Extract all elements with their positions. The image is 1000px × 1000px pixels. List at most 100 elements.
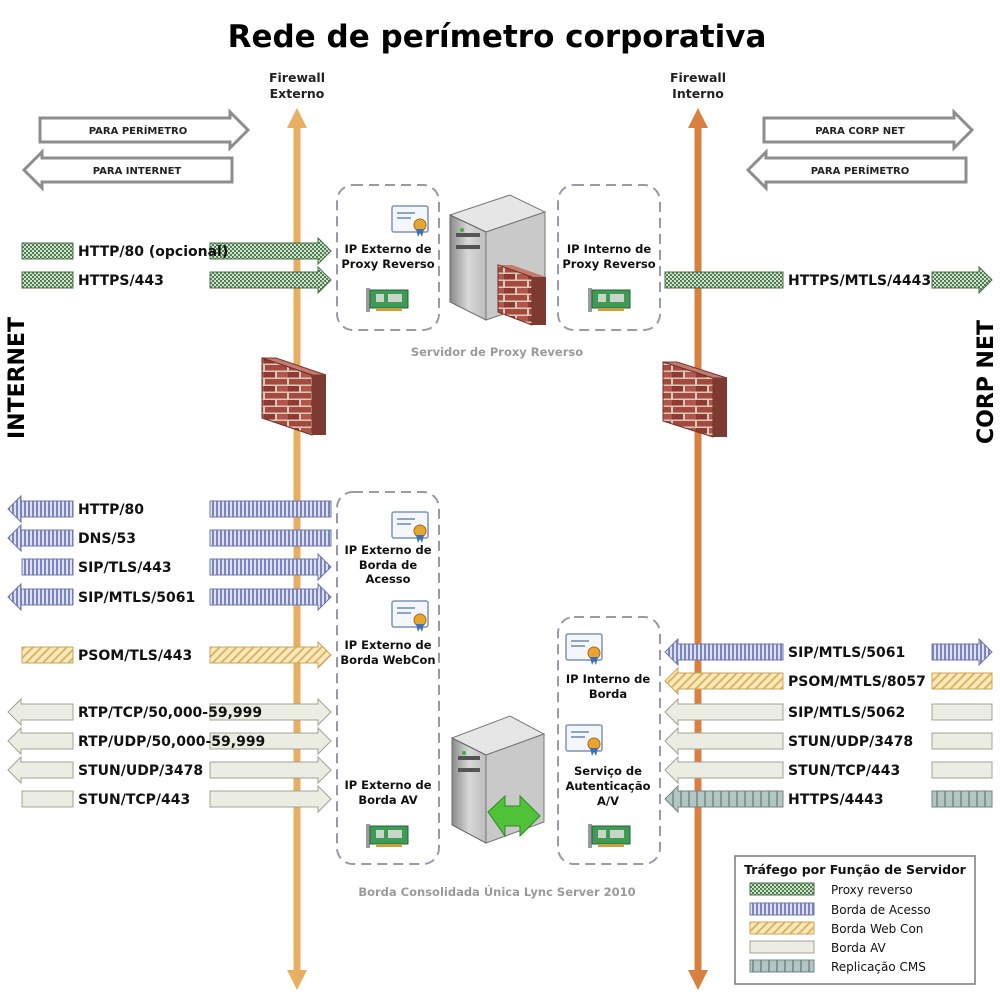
external-flow-arrow-head bbox=[209, 640, 332, 670]
external-flow-arrow-tail bbox=[7, 726, 74, 756]
edge-internal-ip-label-2: Borda bbox=[589, 687, 627, 701]
internal-flow-arrow-head bbox=[931, 761, 993, 779]
legend-item-label: Borda AV bbox=[831, 941, 887, 955]
reverse-proxy-internal-box bbox=[557, 184, 661, 331]
legend: Tráfego por Função de Servidor Proxy rev… bbox=[734, 855, 976, 985]
external-flow-arrow-head bbox=[209, 755, 332, 785]
network-card-icon bbox=[366, 288, 409, 312]
edge-green-arrow-icon bbox=[487, 794, 541, 838]
external-flow-arrow-tail bbox=[21, 242, 74, 260]
flow-label: HTTPS/4443 bbox=[788, 792, 884, 808]
flow-label: HTTPS/MTLS/4443 bbox=[788, 273, 931, 289]
flow-label: SIP/MTLS/5061 bbox=[78, 590, 195, 606]
webcon-ip-label-2: Borda WebCon bbox=[340, 653, 435, 667]
certificate-icon bbox=[391, 511, 429, 543]
flow-label: PSOM/MTLS/8057 bbox=[788, 674, 926, 690]
external-flow-arrow-head bbox=[209, 697, 332, 727]
internal-firewall-line bbox=[688, 108, 708, 990]
external-flow-arrow-head bbox=[209, 784, 332, 814]
edge-internal-box bbox=[557, 616, 661, 865]
flow-label: STUN/TCP/443 bbox=[788, 763, 900, 779]
external-flow-arrow-tail bbox=[21, 646, 74, 664]
reverse-proxy-external-box bbox=[336, 184, 440, 331]
external-firewall-label-1: Firewall bbox=[269, 70, 325, 85]
certificate-icon bbox=[391, 600, 429, 632]
internal-flow-arrow-tail bbox=[664, 784, 784, 814]
legend-swatch-av bbox=[749, 940, 815, 954]
flow-label: STUN/UDP/3478 bbox=[788, 734, 913, 750]
internal-flow-arrow-tail bbox=[664, 666, 784, 696]
internal-flow-arrow-head bbox=[931, 790, 993, 808]
external-flow-arrow-tail bbox=[21, 558, 74, 576]
diagram-title: Rede de perímetro corporativa bbox=[228, 19, 767, 55]
internal-flow-arrow-tail bbox=[664, 697, 784, 727]
edge-internal-ip-label-1: IP Interno de bbox=[566, 672, 650, 686]
external-flow-arrow-head bbox=[209, 500, 332, 518]
network-card-icon bbox=[588, 288, 631, 312]
rp-internal-ip-label-1: IP Interno de bbox=[567, 242, 651, 256]
external-flow-arrow-head bbox=[209, 236, 332, 266]
to-perimeter-arrow-right: PARA PERÍMETRO bbox=[745, 148, 968, 192]
flow-label: SIP/MTLS/5062 bbox=[788, 705, 905, 721]
to-internet-arrow: PARA INTERNET bbox=[21, 148, 234, 192]
av-ip-label-1: IP Externo de bbox=[344, 778, 431, 792]
external-flow-arrow-tail bbox=[7, 523, 74, 553]
access-ip-label-3: Acesso bbox=[365, 572, 410, 586]
rp-external-ip-label-2: Proxy Reverso bbox=[341, 257, 434, 271]
internal-flow-arrow-head bbox=[931, 265, 993, 295]
to-corpnet-label: PARA CORP NET bbox=[815, 126, 905, 137]
legend-item-label: Proxy reverso bbox=[831, 883, 913, 897]
rp-internal-ip-label-2: Proxy Reverso bbox=[562, 257, 655, 271]
to-perimeter-arrow-left: PARA PERÍMETRO bbox=[38, 108, 251, 152]
external-flow-arrow-head bbox=[209, 552, 332, 582]
external-flow-labels: HTTP/80 (opcional) HTTPS/443 HTTP/80 DNS… bbox=[78, 244, 265, 808]
corpnet-side-label: CORP NET bbox=[974, 320, 999, 444]
internal-flow-labels: HTTPS/MTLS/4443 SIP/MTLS/5061 PSOM/MTLS/… bbox=[788, 273, 931, 808]
legend-title: Tráfego por Função de Servidor bbox=[744, 862, 966, 877]
flow-label: HTTP/80 (opcional) bbox=[78, 244, 228, 260]
internal-flow-arrow-head bbox=[931, 637, 993, 667]
internal-flow-arrow-tail bbox=[664, 755, 784, 785]
external-flow-arrow-tail bbox=[7, 582, 74, 612]
to-internet-label: PARA INTERNET bbox=[93, 166, 182, 177]
certificate-icon bbox=[565, 724, 603, 756]
flow-label: STUN/UDP/3478 bbox=[78, 763, 203, 779]
legend-item-label: Borda de Acesso bbox=[831, 903, 931, 917]
access-ip-label-2: Borda de bbox=[359, 558, 418, 572]
traffic-flows bbox=[7, 236, 993, 814]
legend-swatch-access bbox=[749, 902, 815, 916]
internet-side-label: INTERNET bbox=[5, 317, 30, 439]
internal-flow-arrow-tail bbox=[664, 271, 784, 289]
av-auth-label-3: A/V bbox=[597, 794, 619, 808]
flow-label: HTTP/80 bbox=[78, 502, 144, 518]
internal-flow-arrow-head bbox=[931, 732, 993, 750]
edge-caption: Borda Consolidada Única Lync Server 2010 bbox=[358, 884, 635, 899]
to-perimeter-label-left: PARA PERÍMETRO bbox=[89, 124, 187, 137]
legend-item-label: Replicação CMS bbox=[831, 960, 926, 974]
flow-label: RTP/TCP/50,000-59,999 bbox=[78, 705, 262, 721]
legend-swatches bbox=[749, 882, 815, 973]
rp-external-ip-label-1: IP Externo de bbox=[344, 242, 431, 256]
network-card-icon bbox=[366, 824, 409, 848]
external-flow-arrow-head bbox=[209, 529, 332, 547]
external-flow-arrow-head bbox=[209, 582, 332, 612]
flow-label: PSOM/TLS/443 bbox=[78, 648, 192, 664]
flow-label: STUN/TCP/443 bbox=[78, 792, 190, 808]
external-flow-arrow-head bbox=[209, 265, 332, 295]
external-brick-firewall-icon bbox=[261, 342, 327, 436]
reverse-proxy-caption: Servidor de Proxy Reverso bbox=[411, 345, 583, 359]
external-firewall-label-2: Externo bbox=[270, 86, 325, 101]
reverse-proxy-firewall-icon bbox=[497, 264, 546, 326]
flow-label: RTP/UDP/50,000-59,999 bbox=[78, 734, 265, 750]
external-flow-arrow-tail bbox=[21, 271, 74, 289]
to-corpnet-arrow: PARA CORP NET bbox=[762, 108, 975, 152]
internal-flow-arrow-head bbox=[931, 703, 993, 721]
network-card-icon bbox=[588, 824, 631, 848]
external-flow-arrow-tail bbox=[7, 697, 74, 727]
legend-item-label: Borda Web Con bbox=[831, 922, 923, 936]
internal-firewall-label-1: Firewall bbox=[670, 70, 726, 85]
edge-external-box bbox=[336, 491, 440, 865]
internal-flow-arrow-tail bbox=[664, 637, 784, 667]
internal-firewall-label-2: Interno bbox=[672, 86, 724, 101]
